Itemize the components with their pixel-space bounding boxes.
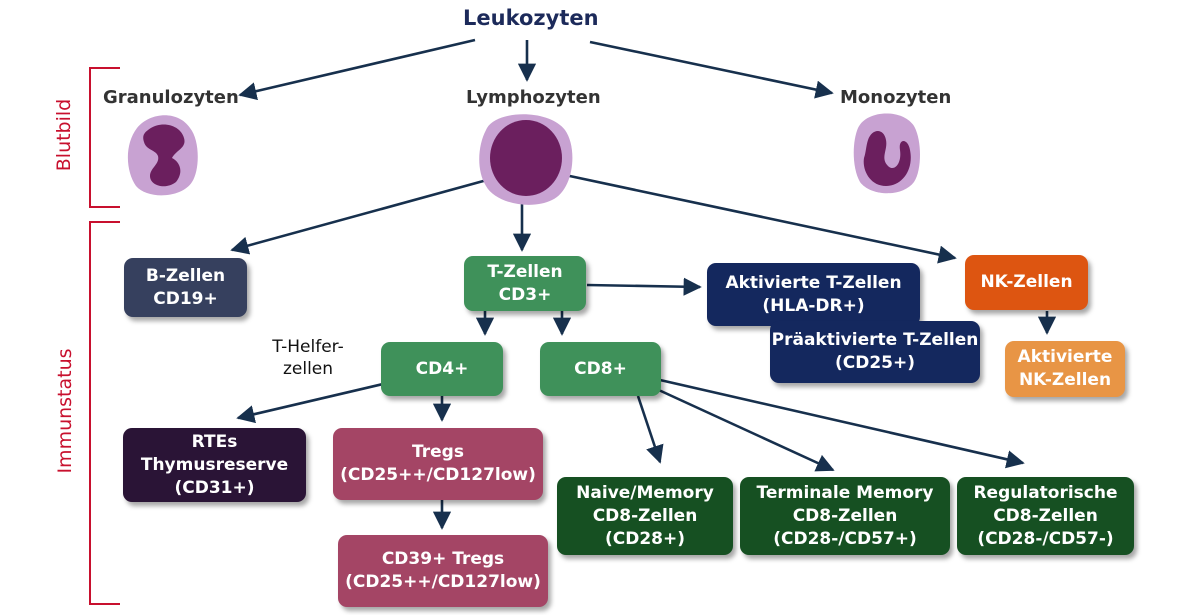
rtes-line1: RTEs xyxy=(191,431,238,452)
aktivierte-nk-line1: Aktivierte xyxy=(1017,347,1113,367)
terminale-memory-line3: (CD28-/CD57+) xyxy=(773,528,917,549)
aktivierte-nk-line2: NK-Zellen xyxy=(1018,370,1112,390)
naive-memory-line3: (CD28+) xyxy=(604,528,686,549)
granulozyten-label: Granulozyten xyxy=(103,87,239,108)
aktivierte-nk-zellen-box: Aktivierte NK-Zellen xyxy=(1005,341,1125,397)
terminale-memory-line1: Terminale Memory xyxy=(756,482,934,503)
terminale-memory-line2: CD8-Zellen xyxy=(792,505,898,526)
cd8-line1: CD8+ xyxy=(574,358,627,379)
granulocyte-cell-image xyxy=(127,115,198,196)
regulatorische-line1: Regulatorische xyxy=(973,482,1118,503)
immunstatus-side-label: Immunstatus xyxy=(54,348,76,474)
arrow-to-granulozyten xyxy=(238,38,476,101)
b-zellen-line1: B-Zellen xyxy=(145,265,226,286)
praeaktivierte-t-zellen-box: Präaktivierte T-Zellen (CD25+) xyxy=(770,321,980,383)
aktivierte-t-line1: Aktivierte T-Zellen xyxy=(725,272,902,293)
tregs-line2: (CD25++/CD127low) xyxy=(340,465,536,485)
rtes-box: RTEs Thymusreserve (CD31+) xyxy=(123,428,306,502)
praeaktivierte-t-line1: Präaktivierte T-Zellen xyxy=(771,330,979,350)
regulatorische-line3: (CD28-/CD57-) xyxy=(977,528,1114,549)
blutbild-bracket xyxy=(89,67,120,208)
nk-zellen-line1: NK-Zellen xyxy=(980,272,1073,292)
t-zellen-line2: CD3+ xyxy=(498,284,552,305)
nk-zellen-box: NK-Zellen xyxy=(965,255,1088,310)
b-zellen-box: B-Zellen CD19+ xyxy=(124,258,247,317)
naive-memory-line1: Naive/Memory xyxy=(576,482,714,503)
cd8-box: CD8+ xyxy=(540,342,661,396)
monozyten-label: Monozyten xyxy=(840,87,952,108)
aktivierte-t-line2: (HLA-DR+) xyxy=(762,295,865,316)
tregs-line1: Tregs xyxy=(412,442,464,462)
rtes-line3: (CD31+) xyxy=(174,477,255,498)
rtes-line2: Thymusreserve xyxy=(140,454,289,475)
naive-memory-box: Naive/Memory CD8-Zellen (CD28+) xyxy=(557,477,733,555)
cd39-tregs-line2: (CD25++/CD127low) xyxy=(345,572,541,592)
arrow-to-nk-zellen xyxy=(564,173,957,264)
arrow-to-monozyten xyxy=(589,40,834,99)
cd4-line1: CD4+ xyxy=(415,358,469,379)
t-helfer-line2: zellen xyxy=(282,359,334,379)
t-zellen-box: T-Zellen CD3+ xyxy=(464,256,586,311)
cd39-tregs-line1: CD39+ Tregs xyxy=(381,549,505,569)
t-helfer-line1: T-Helfer- xyxy=(272,337,344,357)
immunstatus-bracket xyxy=(89,221,120,605)
t-zellen-line1: T-Zellen xyxy=(487,261,563,282)
arrow-to-b-zellen xyxy=(230,178,488,255)
arrow-to-aktivierte-t xyxy=(586,277,702,296)
arrow-to-terminale-memory xyxy=(649,384,835,472)
t-helferzellen-label: T-Helfer- zellen xyxy=(258,336,358,380)
regulatorische-line2: CD8-Zellen xyxy=(993,505,1098,526)
blutbild-side-label: Blutbild xyxy=(53,98,75,172)
lymphocyte-cell-image xyxy=(479,114,573,205)
terminale-memory-box: Terminale Memory CD8-Zellen (CD28-/CD57+… xyxy=(740,477,950,555)
tregs-box: Tregs (CD25++/CD127low) xyxy=(333,428,543,500)
regulatorische-box: Regulatorische CD8-Zellen (CD28-/CD57-) xyxy=(957,477,1134,555)
arrow-to-regulatorische xyxy=(659,378,1025,469)
aktivierte-t-zellen-box: Aktivierte T-Zellen (HLA-DR+) xyxy=(707,263,920,326)
cd39-tregs-box: CD39+ Tregs (CD25++/CD127low) xyxy=(338,535,548,607)
naive-memory-line2: CD8-Zellen xyxy=(592,505,698,526)
lymphozyten-label: Lymphozyten xyxy=(466,87,601,108)
leukozyten-title: Leukozyten xyxy=(463,6,599,30)
cd4-box: CD4+ xyxy=(381,342,503,396)
b-zellen-line2: CD19+ xyxy=(153,288,218,309)
praeaktivierte-t-line2: (CD25+) xyxy=(834,353,916,373)
arrow-to-rtes xyxy=(236,382,384,424)
monocyte-cell-image xyxy=(853,113,920,194)
arrow-to-naive-memory xyxy=(636,395,664,464)
